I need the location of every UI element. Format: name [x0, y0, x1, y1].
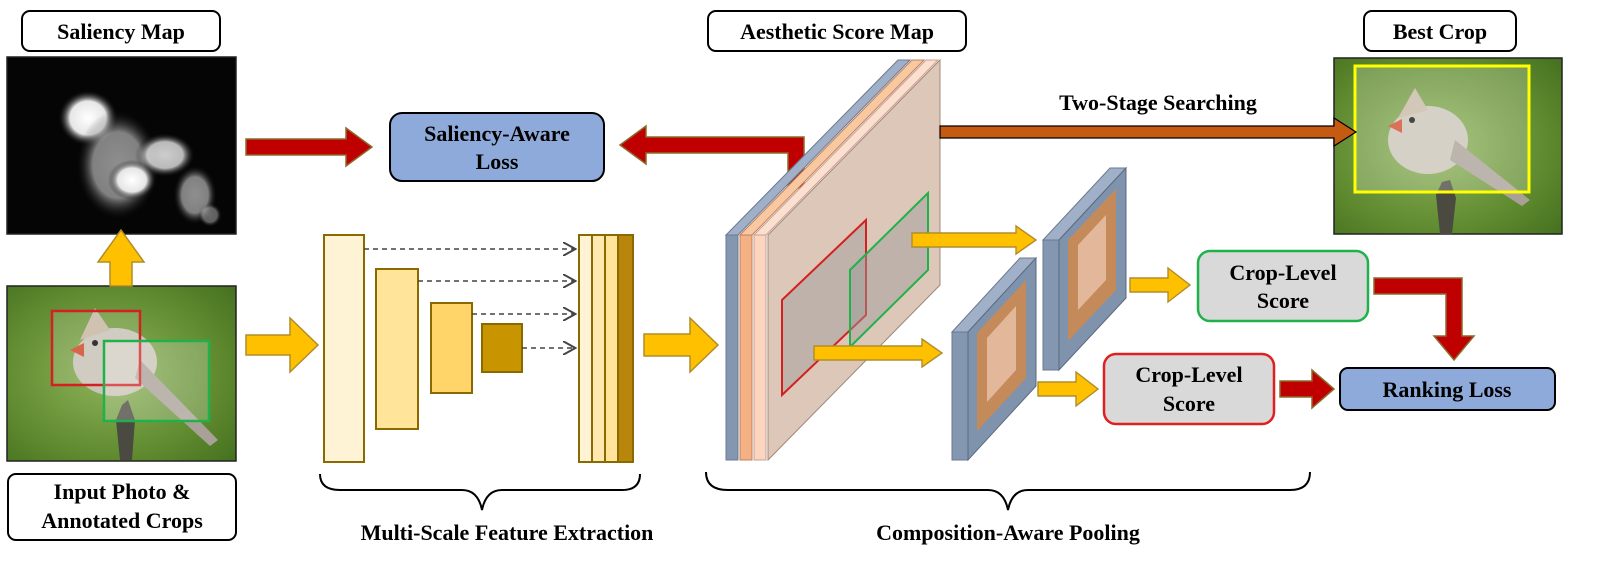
aesthetic-score-map-label: Aesthetic Score Map [707, 10, 967, 52]
backbone-layers [323, 234, 523, 463]
best-crop-label: Best Crop [1363, 10, 1517, 52]
two-stage-searching-arrow [939, 116, 1358, 148]
pool-arrow-bottom [813, 337, 944, 369]
crop-level-score-bottom: Crop-Level Score [1102, 352, 1276, 426]
pooled-feature-top [1041, 166, 1128, 372]
two-stage-searching-label: Two-Stage Searching [1059, 90, 1257, 115]
multi-scale-label: Multi-Scale Feature Extraction [361, 520, 654, 545]
saliency-aware-loss-box: Saliency-Aware Loss [389, 112, 605, 182]
svg-text:Annotated Crops: Annotated Crops [41, 508, 203, 533]
svg-text:Best Crop: Best Crop [1393, 19, 1487, 44]
best-crop-rect [1353, 64, 1531, 194]
feature-layer-2 [375, 268, 419, 430]
score-bottom-to-ranking-arrow [1279, 368, 1336, 410]
pool-arrow-top [911, 224, 1038, 256]
svg-text:Input Photo &: Input Photo & [54, 479, 191, 504]
feature-layer-4 [481, 323, 523, 373]
crop-level-score-top: Crop-Level Score [1196, 249, 1370, 323]
aesthetic-score-map [724, 58, 941, 462]
saliency-to-loss-arrow [245, 126, 374, 168]
pooled-feature-bottom [950, 256, 1038, 462]
score-arrow-bottom [1037, 370, 1100, 408]
svg-text:Aesthetic Score Map: Aesthetic Score Map [740, 19, 934, 44]
svg-text:Ranking Loss: Ranking Loss [1382, 377, 1511, 402]
svg-text:Loss: Loss [476, 149, 519, 174]
input-photo [6, 285, 237, 462]
fused-features [578, 234, 634, 463]
svg-text:Score: Score [1257, 288, 1309, 313]
input-photo-label: Input Photo & Annotated Crops [7, 473, 237, 541]
svg-text:Saliency Map: Saliency Map [57, 19, 185, 44]
composition-label: Composition-Aware Pooling [876, 520, 1140, 545]
annotated-crop-green [102, 339, 211, 423]
features-to-scoremap-arrow [643, 316, 720, 374]
saliency-map-image [6, 56, 237, 235]
feature-layer-1 [323, 234, 365, 463]
multi-scale-brace [319, 473, 641, 511]
svg-text:Score: Score [1163, 391, 1215, 416]
svg-text:Crop-Level: Crop-Level [1229, 260, 1336, 285]
saliency-map-label: Saliency Map [21, 10, 221, 52]
input-to-backbone-arrow [245, 316, 320, 374]
score-top-to-ranking-arrow [1373, 277, 1476, 362]
svg-text:Saliency-Aware: Saliency-Aware [424, 121, 570, 146]
annotated-crop-red [50, 309, 142, 387]
crop-region-green [849, 190, 929, 350]
ranking-loss-box: Ranking Loss [1339, 367, 1556, 411]
crop-region-red [781, 217, 867, 398]
skip-connections [364, 249, 574, 348]
best-crop-image [1333, 57, 1563, 235]
score-arrow-top [1129, 266, 1192, 304]
scoremap-to-loss-arrow [618, 124, 805, 189]
feature-layer-3 [430, 302, 473, 394]
composition-brace [705, 471, 1311, 511]
svg-text:Crop-Level: Crop-Level [1135, 362, 1242, 387]
up-arrow [96, 228, 146, 287]
